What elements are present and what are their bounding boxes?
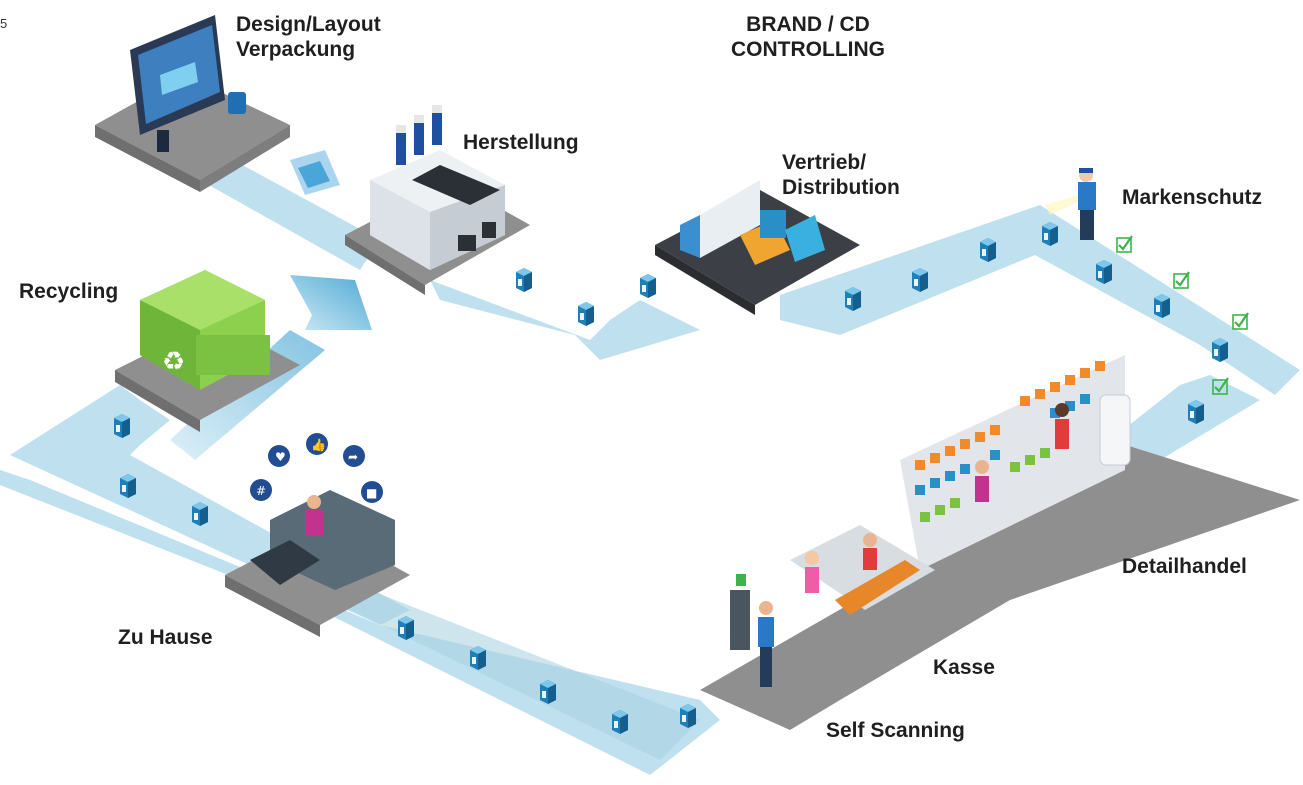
- label-checkout: Kasse: [933, 656, 995, 679]
- label-home: Zu Hause: [118, 626, 213, 649]
- label-recycling: Recycling: [19, 280, 119, 303]
- edge-fragment: 5: [0, 16, 8, 31]
- design-desk: [95, 15, 290, 192]
- svg-text:👍: 👍: [311, 438, 326, 452]
- label-production: Herstellung: [463, 131, 579, 154]
- package-sheet: [290, 150, 340, 195]
- factory: [345, 105, 530, 295]
- label-brand-controlling: BRAND / CD CONTROLLING: [731, 13, 885, 61]
- label-design-layout: Design/Layout Verpackung: [236, 13, 381, 61]
- svg-text:■: ■: [366, 486, 377, 500]
- security-officer: [1045, 168, 1096, 240]
- label-distribution: Vertrieb/ Distribution: [782, 151, 900, 199]
- retail-store: [700, 355, 1300, 730]
- home-scene: ♥ 👍 ➦ # ■: [225, 433, 410, 637]
- svg-text:➦: ➦: [348, 450, 358, 464]
- label-retail: Detailhandel: [1122, 555, 1247, 578]
- svg-text:♻: ♻: [162, 347, 185, 377]
- svg-text:♥: ♥: [275, 450, 286, 464]
- label-self-scanning: Self Scanning: [826, 719, 965, 742]
- svg-text:#: #: [256, 484, 266, 498]
- recycling-building: ♻: [115, 270, 372, 460]
- label-brand-protection: Markenschutz: [1122, 186, 1263, 209]
- distribution-hub: [655, 180, 860, 315]
